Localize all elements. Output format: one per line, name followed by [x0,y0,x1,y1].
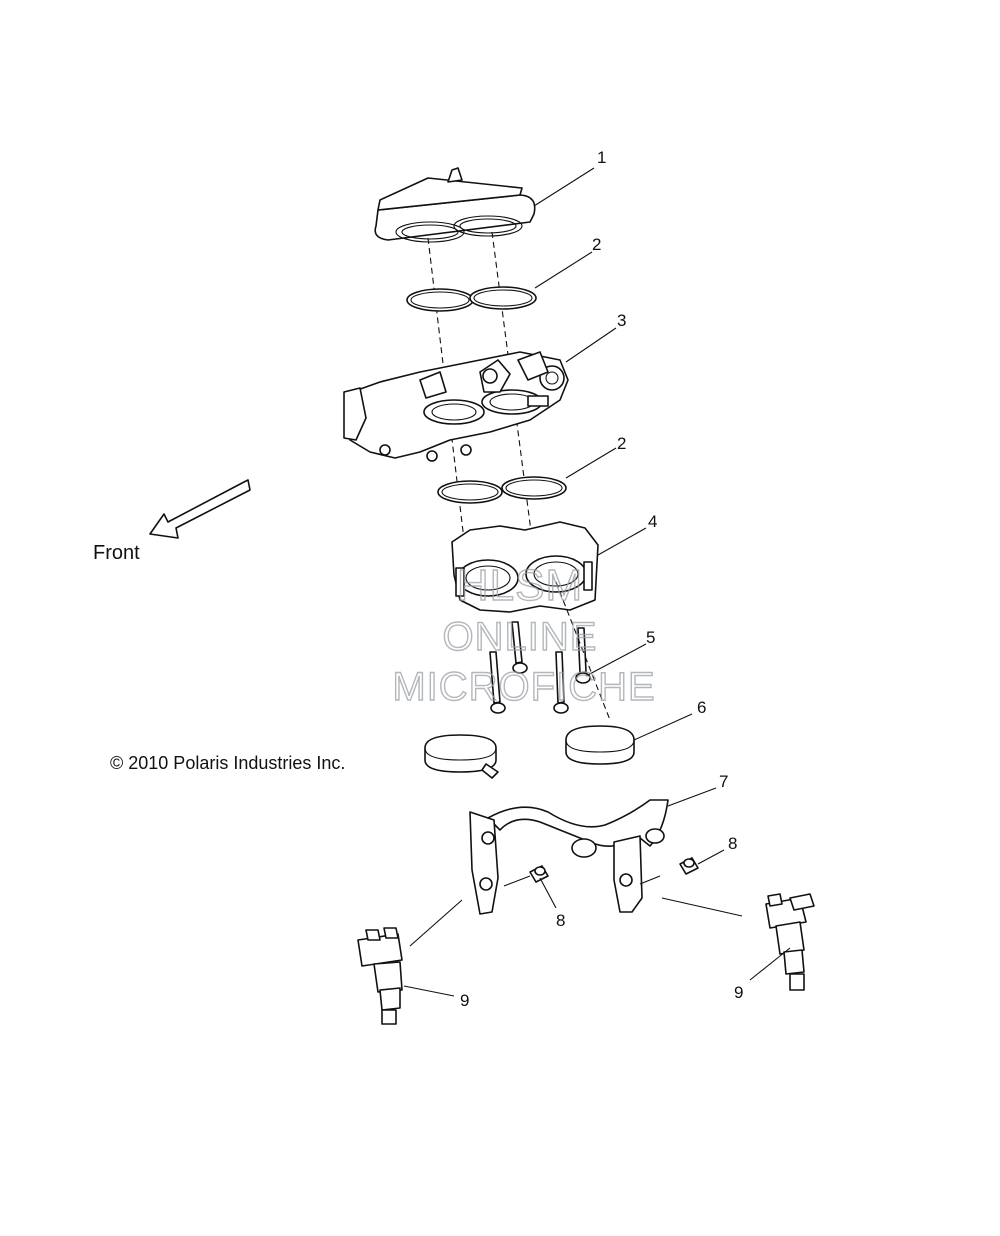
callout-6: 6 [697,698,706,717]
callout-1: 1 [597,148,606,167]
part-9-injector-right [765,893,815,991]
callout-8-left: 8 [556,911,565,930]
leader-injector-right [661,897,743,917]
callout-8-right: 8 [728,834,737,853]
leader-8-mid [639,875,661,885]
callout-3: 3 [617,311,626,330]
leader-2-lower [565,447,617,479]
front-label: Front [93,542,140,564]
callout-9-left: 9 [460,991,469,1010]
bolt-centerline [555,581,611,721]
watermark-line-1: HLSM [457,561,583,610]
callout-7: 7 [719,772,728,791]
callout-5: 5 [646,628,655,647]
leader-6 [633,713,693,741]
leader-8-left [539,877,557,909]
leader-8-center [503,875,531,887]
callout-2-upper: 2 [592,235,601,254]
part-3-throttle-body [343,351,569,462]
leader-2-upper [534,251,593,289]
watermark: HLSM ONLINE MICROFICHE [392,560,656,709]
leader-3 [565,327,617,363]
front-arrow-icon [149,479,251,539]
part-1-adapter-plate [374,167,536,243]
part-2-orings-lower [437,476,567,504]
callout-9-right: 9 [734,983,743,1002]
callout-4: 4 [648,512,657,531]
part-4-intake-boots [451,521,599,613]
part-9-injector-left [357,927,403,1025]
leader-5 [585,643,647,677]
part-2-orings-upper [406,286,537,312]
centerline-left [427,237,471,591]
copyright-notice: © 2010 Polaris Industries Inc. [110,753,345,773]
part-6-clamps [424,725,635,779]
part-8-screws [529,857,699,883]
leader-1 [533,167,595,207]
leader-8-right [697,849,725,865]
callout-2-lower: 2 [617,434,626,453]
watermark-line-2: ONLINE [443,615,598,659]
leader-7 [667,787,717,807]
part-5-bolts [489,621,591,714]
part-7-fuel-rail [469,799,669,915]
watermark-line-3: MICROFICHE [392,665,655,709]
leader-injector-left [409,899,463,947]
leader-9-right [749,947,791,981]
leader-4 [597,527,647,556]
leader-9-left [403,985,455,997]
